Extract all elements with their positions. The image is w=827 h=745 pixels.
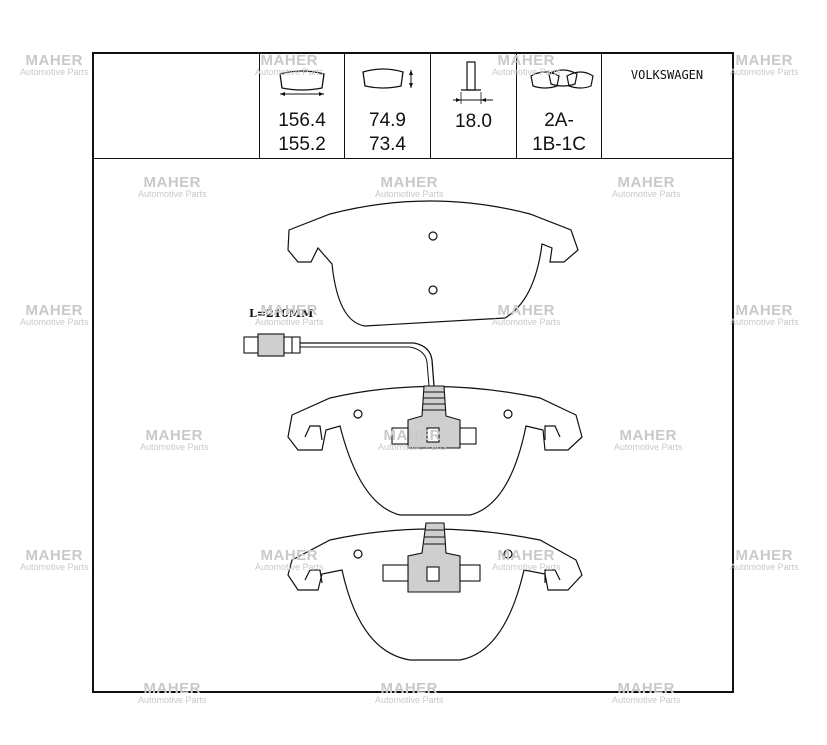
height-value-1: 74.9 <box>369 110 406 131</box>
wire-length-label: L=210MM <box>249 307 314 320</box>
thickness-pad-icon <box>453 61 493 104</box>
empty-cell <box>94 54 260 158</box>
middle-pad-hole-1 <box>353 409 363 419</box>
sensor-connector <box>243 333 301 357</box>
sensor-wire <box>300 342 435 387</box>
bottom-pad-hole-1 <box>353 549 363 559</box>
header-row: 156.4 155.2 74.9 73.4 18.0 <box>94 54 732 159</box>
brand-cell: VOLKSWAGEN <box>602 54 732 158</box>
middle-pad-hole-2 <box>503 409 513 419</box>
wva-cell: 2A- 1B-1C <box>517 54 602 158</box>
middle-pad-clip <box>391 385 477 449</box>
thickness-value: 18.0 <box>455 111 492 132</box>
wva-value-1: 2A- <box>544 110 574 131</box>
height-value-2: 73.4 <box>369 134 406 155</box>
thickness-cell: 18.0 <box>431 54 517 158</box>
top-pad-hole-1 <box>428 231 438 241</box>
bottom-pad-hole-2 <box>503 549 513 559</box>
height-pad-icon <box>362 68 413 89</box>
wva-value-2: 1B-1C <box>532 134 586 155</box>
height-cell: 74.9 73.4 <box>345 54 431 158</box>
drawing-frame: 156.4 155.2 74.9 73.4 18.0 <box>92 52 734 693</box>
top-pad-outline <box>287 200 579 327</box>
width-value-1: 156.4 <box>278 110 326 131</box>
brand-label: VOLKSWAGEN <box>630 68 704 82</box>
top-pad-hole-2 <box>428 285 438 295</box>
bottom-pad-clip <box>382 522 481 593</box>
wva-pads-icon <box>530 69 594 89</box>
width-pad-icon <box>279 70 325 96</box>
width-value-2: 155.2 <box>278 134 326 155</box>
width-cell: 156.4 155.2 <box>260 54 345 158</box>
